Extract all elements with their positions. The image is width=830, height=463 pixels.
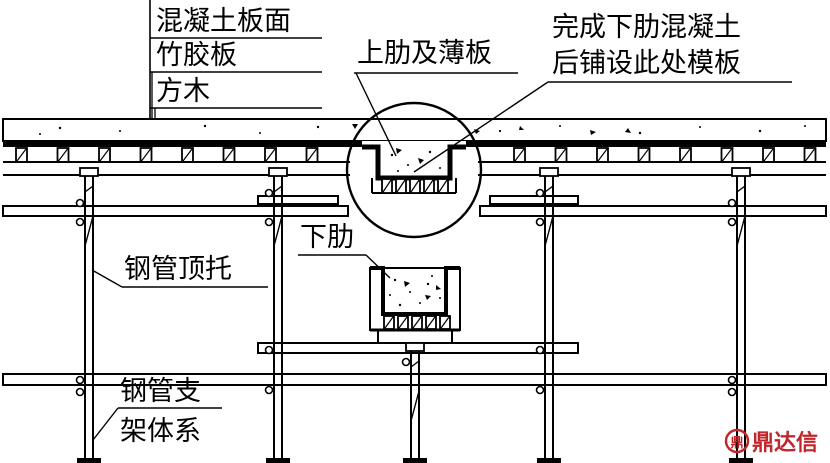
watermark-badge: 鼎: [730, 436, 743, 451]
label-upper-rib-thin-slab: 上肋及薄板: [357, 38, 492, 69]
timber-joist: [411, 315, 423, 330]
label-timber: 方木: [156, 76, 210, 107]
concrete-slab: [2, 118, 827, 142]
watermark-logo: 鼎 鼎达信: [724, 428, 818, 456]
lower-rib-aggregate: [389, 275, 441, 307]
slab-aggregate: [39, 124, 806, 135]
timber-joist: [181, 147, 194, 163]
timber-joist: [98, 147, 111, 163]
lower-rib-box: [369, 266, 461, 343]
label-scaffold-line1: 钢管支: [120, 376, 201, 407]
lower-rib-joist-row: [383, 315, 451, 330]
upper-rib-aggregate: [390, 148, 441, 172]
label-lower-rib: 下肋: [300, 222, 354, 253]
steel-post: [401, 342, 427, 463]
timber-joist: [679, 147, 692, 163]
label-steel-top-support: 钢管顶托: [124, 254, 232, 285]
timber-joist: [56, 147, 70, 163]
steel-post: [535, 167, 561, 463]
label-bamboo-plywood: 竹胶板: [156, 40, 237, 71]
timber-joist-row: [15, 147, 817, 163]
watermark-text: 鼎达信: [752, 430, 818, 456]
timber-joist: [383, 315, 395, 330]
timber-joist: [423, 178, 435, 194]
timber-joist: [15, 147, 28, 163]
label-formwork-note-line1: 完成下肋混凝土: [552, 12, 741, 43]
timber-joist: [409, 178, 421, 194]
timber-joist: [762, 147, 775, 163]
timber-joist: [803, 147, 817, 163]
steel-posts: [75, 167, 753, 463]
timber-joist: [425, 315, 437, 330]
timber-joist: [397, 315, 409, 330]
timber-joist: [720, 147, 734, 163]
timber-joist: [395, 178, 407, 194]
label-table: [149, 0, 322, 118]
timber-joist: [381, 178, 393, 194]
timber-joist: [439, 315, 451, 330]
steel-post: [264, 167, 290, 463]
steel-post: [75, 167, 101, 463]
detail-circle: [345, 101, 483, 239]
timber-joist: [554, 147, 568, 163]
timber-joist: [305, 147, 319, 163]
timber-joist: [222, 147, 236, 163]
timber-joist: [139, 147, 153, 163]
label-slab-surface: 混凝土板面: [156, 6, 291, 37]
timber-joist: [596, 147, 609, 163]
label-scaffold-line2: 架体系: [120, 416, 201, 447]
label-formwork-note-line2: 后铺设此处模板: [552, 48, 741, 79]
steel-post: [727, 167, 753, 463]
timber-joist: [637, 147, 651, 163]
timber-joist: [437, 178, 449, 194]
timber-joist: [513, 147, 526, 163]
label-leaders: [91, 72, 792, 441]
recess-joist-row: [381, 178, 449, 194]
timber-joist: [264, 147, 277, 163]
